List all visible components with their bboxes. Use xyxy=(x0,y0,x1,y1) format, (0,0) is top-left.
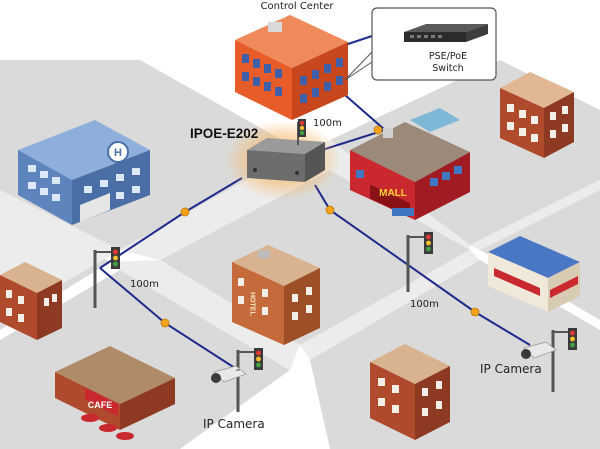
brick-house-left xyxy=(0,262,62,340)
connector-icon xyxy=(470,307,480,317)
distance-label-top: 100m xyxy=(313,118,342,129)
ip-camera-label-left: IP Camera xyxy=(203,417,265,431)
connector-icon xyxy=(180,207,190,217)
hotel-sign: HOTEL xyxy=(249,292,256,316)
cafe-sign: CAFE xyxy=(88,400,113,410)
network-switch-icon xyxy=(404,24,488,42)
ip-camera-label-right: IP Camera xyxy=(480,362,542,376)
cable-device-to-right-camera xyxy=(314,184,531,346)
connector-icon xyxy=(373,125,383,135)
distance-label-left: 100m xyxy=(130,279,159,290)
mall-sign: MALL xyxy=(379,188,407,199)
cable-control-to-switch xyxy=(344,35,373,46)
switch-label-line2: Switch xyxy=(432,63,463,74)
mall-building: MALL xyxy=(350,108,470,220)
ip-camera-icon xyxy=(521,341,557,359)
traffic-light-icon xyxy=(406,232,433,292)
switch-label-line1: PSE/PoE xyxy=(429,51,467,62)
traffic-light-icon xyxy=(93,247,120,308)
ip-camera-icon xyxy=(211,365,247,383)
apartment-building-bottom xyxy=(370,344,450,440)
connector-icon xyxy=(325,205,335,215)
control-center-label: Control Center xyxy=(261,1,335,12)
cafe-building: CAFE xyxy=(55,346,175,440)
control-center-building xyxy=(235,15,348,120)
ipoe-device xyxy=(225,120,341,200)
office-building: H xyxy=(18,120,150,225)
traffic-light-icon xyxy=(236,348,263,412)
helipad-icon xyxy=(107,141,129,163)
connector-icon xyxy=(160,318,170,328)
traffic-light-icon xyxy=(297,119,306,145)
switch-callout: PSE/PoE Switch xyxy=(344,7,497,81)
apartment-building-top-right xyxy=(500,72,574,158)
traffic-light-icon xyxy=(551,328,577,392)
distance-label-right: 100m xyxy=(410,299,439,310)
svg-text:H: H xyxy=(114,147,122,159)
blue-house xyxy=(488,236,580,312)
device-label: IPOE-E202 xyxy=(190,126,258,141)
hotel-building: HOTEL xyxy=(232,245,320,345)
